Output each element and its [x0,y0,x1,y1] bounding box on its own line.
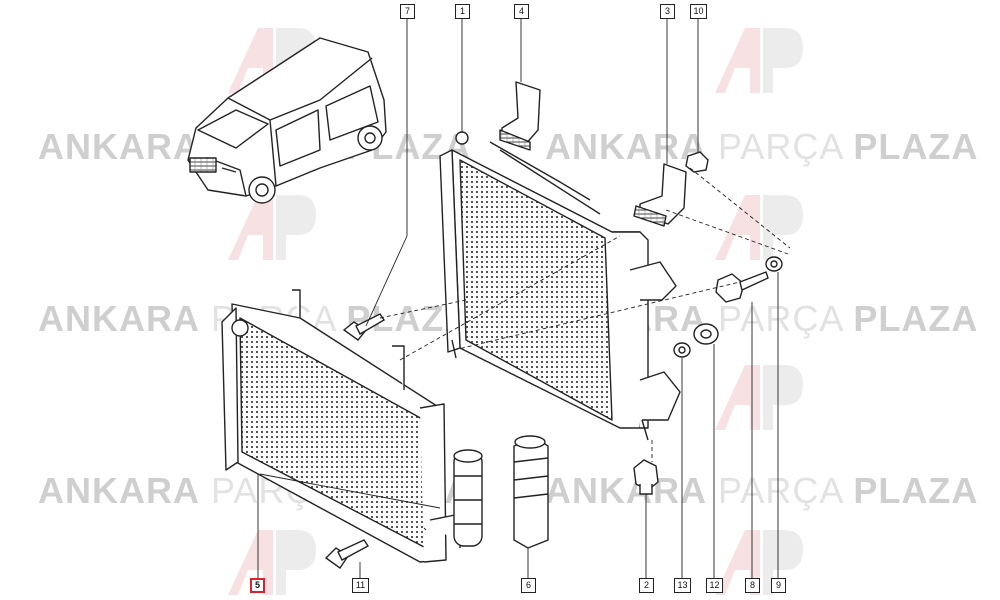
callout-10: 10 [690,4,707,19]
watermark-row-1b: ANKARA PARÇA PLAZA [545,126,979,167]
callout-5: 5 [250,578,265,593]
receiver-drier [453,449,483,547]
callout-6: 6 [521,578,536,593]
callout-9: 9 [771,578,786,593]
callout-7: 7 [400,4,415,19]
callout-12: 12 [706,578,723,593]
callout-11: 11 [352,578,369,593]
van-illustration [187,37,387,204]
part-13-o-ring [673,342,691,358]
part-7-bolt [342,313,385,341]
part-10-nut [685,151,709,173]
callout-3: 3 [660,4,675,19]
callout-1: 1 [455,4,470,19]
leader-lines [257,18,779,578]
radiator-core [439,131,681,441]
callout-4: 4 [514,4,529,19]
part-3-bracket [633,163,687,227]
part-2-drain-plug [633,459,659,495]
watermark-row-3b: ANKARA PARÇA PLAZA [545,470,979,511]
callout-13: 13 [674,578,691,593]
part-11-bolt [324,539,370,569]
part-12-bushing [693,323,719,345]
part-6-filter [513,435,549,549]
condenser [221,289,461,563]
callout-2: 2 [639,578,654,593]
part-4-bracket [499,81,541,151]
dashed-alignment-lines [379,167,791,462]
part-8-bolt [715,271,769,303]
part-9-washer [765,256,783,272]
callout-8: 8 [745,578,760,593]
